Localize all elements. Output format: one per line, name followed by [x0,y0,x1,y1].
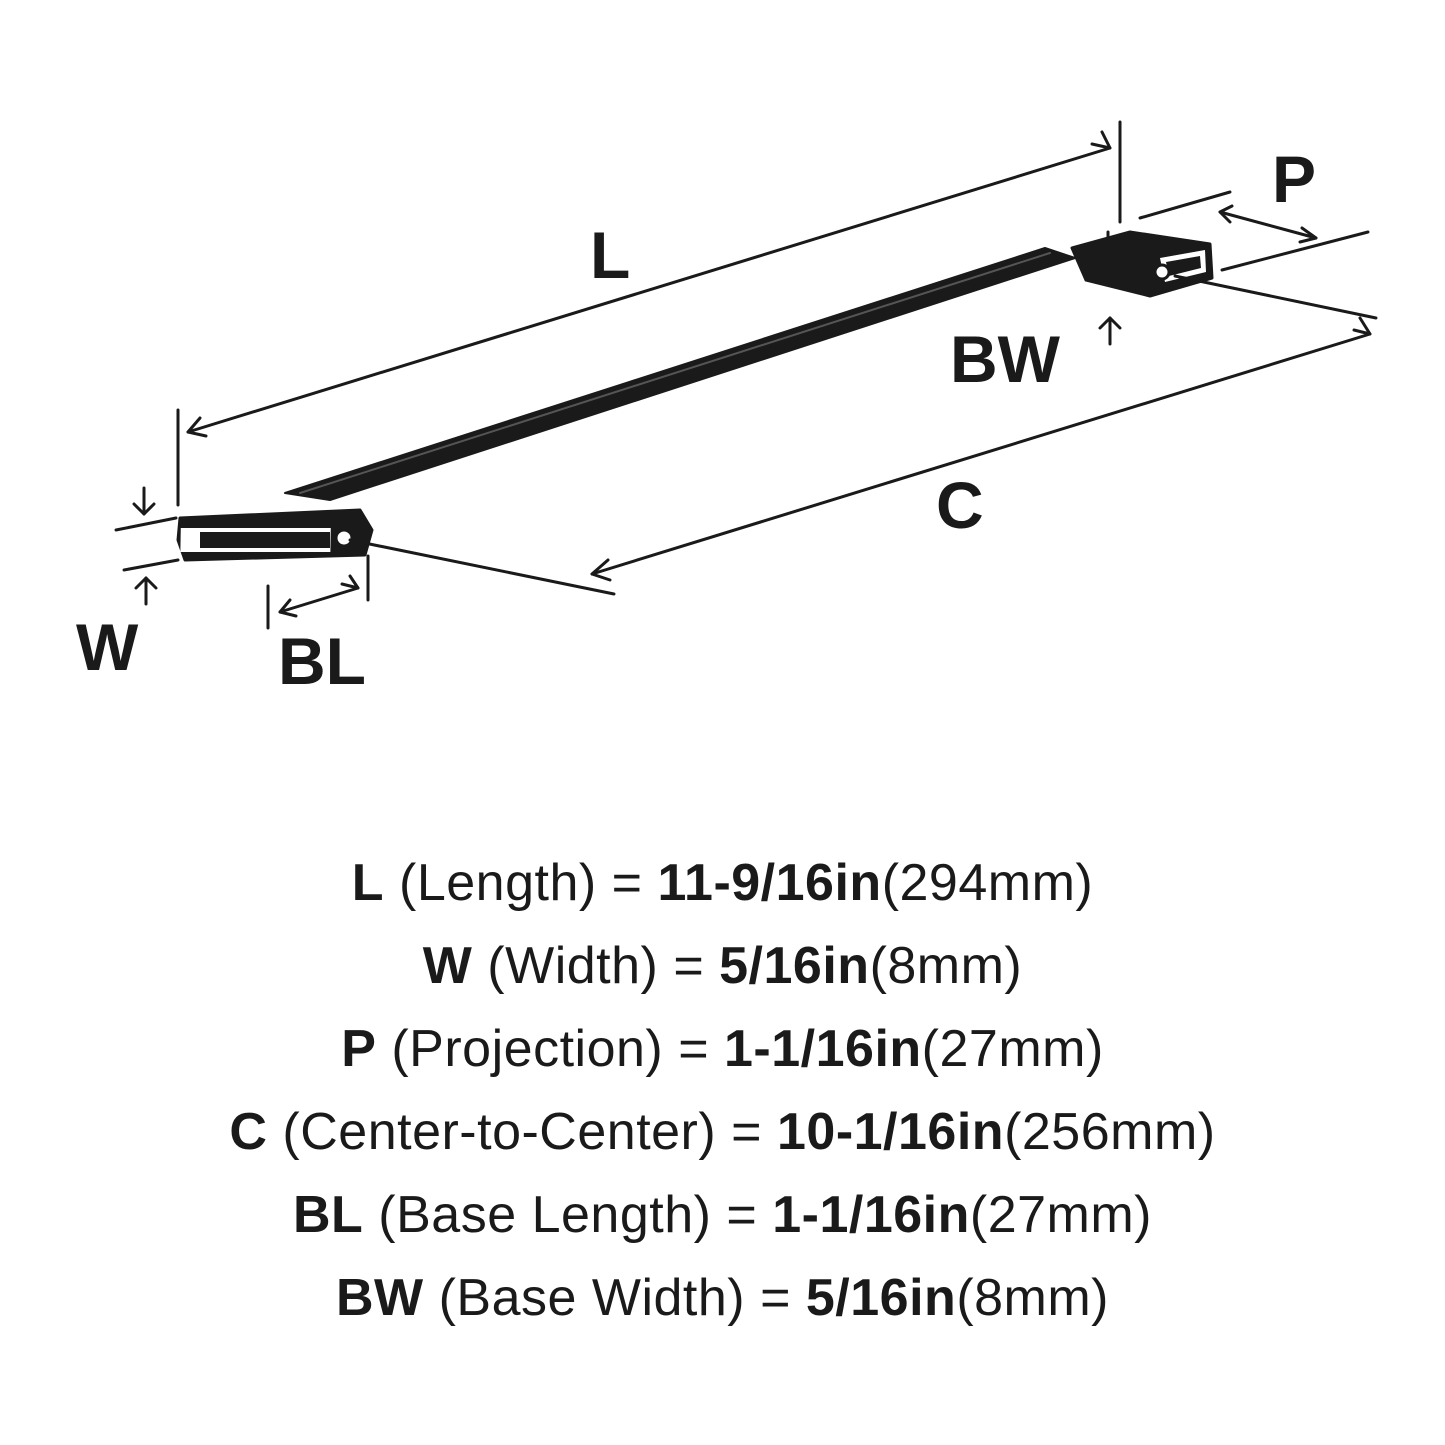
spec-row-base-width: BW (Base Width) = 5/16in(8mm) [0,1257,1445,1340]
spec-name: (Projection) [391,1020,664,1078]
spec-imperial: 1-1/16in [724,1020,922,1078]
equals-sign: = [673,937,705,995]
spec-imperial: 10-1/16in [776,1103,1005,1161]
cabinet-pull-handle [176,230,1214,562]
equals-sign: = [678,1020,710,1078]
base-length-label: BL [278,624,366,698]
left-screw-hole [334,528,354,548]
center-to-center-label: C [936,468,984,542]
right-screw-hole [1153,263,1171,281]
spec-row-projection: P (Projection) = 1-1/16in(27mm) [0,1008,1445,1091]
width-label: W [76,610,139,684]
equals-sign: = [760,1269,791,1327]
base-width-label: BW [950,322,1061,396]
dimension-spec-list: L (Length) = 11-9/16in(294mm) W (Width) … [0,842,1445,1340]
spec-imperial: 11-9/16in [657,854,882,912]
spec-metric: (294mm) [881,854,1094,912]
spec-code: BW [335,1269,424,1327]
length-dimension-line [176,120,1122,507]
spec-metric: (27mm) [921,1020,1104,1078]
spec-row-center-to-center: C (Center-to-Center) = 10-1/16in(256mm) [0,1091,1445,1174]
spec-row-base-length: BL (Base Length) = 1-1/16in(27mm) [0,1174,1445,1257]
spec-code: W [422,937,473,995]
width-dimension-line [114,486,180,606]
spec-metric: (27mm) [969,1186,1152,1244]
spec-imperial: 5/16in [719,937,870,995]
handle-bar-highlight [299,252,1051,494]
spec-metric: (8mm) [869,937,1023,995]
spec-row-width: W (Width) = 5/16in(8mm) [0,925,1445,1008]
spec-metric: (8mm) [956,1269,1109,1327]
spec-name: (Width) [487,937,659,995]
projection-label: P [1272,142,1316,216]
spec-name: (Base Length) [378,1186,712,1244]
spec-row-length: L (Length) = 11-9/16in(294mm) [0,842,1445,925]
handle-dimension-diagram: L P BW C W BL [76,120,1378,698]
spec-name: (Center-to-Center) [282,1103,717,1161]
spec-metric: (256mm) [1004,1103,1216,1161]
spec-code: L [351,854,385,912]
spec-code: C [229,1103,268,1161]
base-width-dimension-line [1084,230,1138,346]
equals-sign: = [611,854,643,912]
length-label: L [590,218,630,292]
equals-sign: = [731,1103,763,1161]
projection-dimension-line [1138,190,1370,272]
spec-code: P [341,1020,377,1078]
base-length-dimension-line [266,554,370,630]
center-to-center-dimension-line [348,274,1378,596]
equals-sign: = [726,1186,758,1244]
spec-name: (Length) [399,854,597,912]
spec-name: (Base Width) [438,1269,746,1327]
spec-imperial: 5/16in [805,1269,957,1327]
spec-code: BL [293,1186,364,1244]
spec-imperial: 1-1/16in [772,1186,970,1244]
